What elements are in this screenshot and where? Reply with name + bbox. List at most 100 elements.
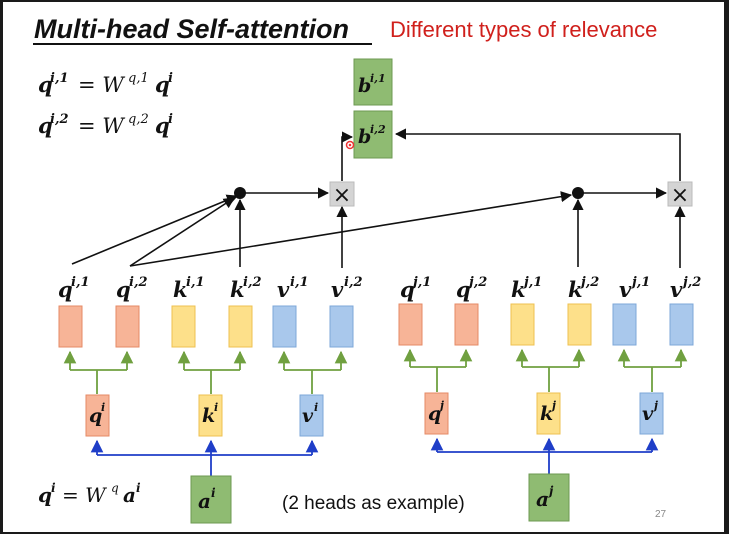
- output-label-b-i-1: b: [358, 75, 371, 97]
- vector-v-i-2: [329, 305, 354, 348]
- split-connectors-j: [403, 348, 688, 392]
- svg-text:j: j: [550, 399, 556, 412]
- svg-text:v: v: [277, 277, 290, 302]
- svg-text:q: q: [456, 277, 471, 302]
- svg-text:i,1: i,1: [370, 72, 386, 85]
- svg-text:v: v: [331, 277, 344, 302]
- vector-v-j-2: [669, 303, 694, 346]
- projection-connectors-i: [90, 439, 319, 476]
- dot-product-node-1: [234, 187, 246, 199]
- svg-text:k: k: [540, 403, 553, 425]
- svg-text:i,2: i,2: [370, 123, 386, 136]
- svg-text:q: q: [400, 277, 415, 302]
- svg-text:a: a: [123, 483, 136, 507]
- page-subtitle: Different types of relevance: [390, 17, 657, 42]
- svg-text:i,1: i,1: [290, 275, 309, 290]
- svg-text:v: v: [642, 403, 654, 425]
- vector-q-j-1: [398, 303, 423, 346]
- svg-text:j: j: [652, 399, 658, 412]
- svg-text:= W: = W: [78, 73, 126, 97]
- svg-text:j,2: j,2: [466, 275, 487, 290]
- svg-text:i,2: i,2: [50, 112, 69, 127]
- page-number: 27: [655, 509, 667, 520]
- svg-text:j,2: j,2: [578, 275, 599, 290]
- attention-connections: [71, 128, 686, 268]
- svg-text:k: k: [568, 277, 583, 302]
- svg-text:i: i: [51, 481, 56, 495]
- vector-q-i: [85, 394, 110, 437]
- head-vectors-j: [398, 303, 694, 346]
- svg-text:i,1: i,1: [50, 71, 69, 86]
- input-box-a-i: [190, 475, 232, 524]
- equation-q-i-1: q i,1 = W q,1 q i: [38, 71, 173, 97]
- svg-text:q: q: [116, 277, 131, 302]
- svg-text:= W: = W: [78, 114, 126, 138]
- page-title: Multi-head Self-attention: [34, 14, 349, 44]
- vector-k-j-2: [567, 303, 592, 346]
- output-box-b-i-1: [353, 58, 393, 106]
- svg-text:q: q: [428, 403, 441, 425]
- equation-q-i-2: q i,2 = W q,2 q i: [38, 112, 173, 138]
- svg-text:q: q: [89, 405, 102, 427]
- svg-text:i,2: i,2: [344, 275, 363, 290]
- dot-product-node-2: [572, 187, 584, 199]
- svg-text:q: q: [38, 72, 53, 97]
- svg-text:i: i: [168, 71, 173, 86]
- head-labels-i: q i,1 q i,2 k i,1 k i,2 v i,1 v i,2: [58, 275, 363, 302]
- example-note: (2 heads as example): [282, 493, 465, 514]
- svg-text:j: j: [438, 399, 444, 412]
- multiply-node-1: [329, 181, 355, 207]
- svg-text:j,1: j,1: [629, 275, 650, 290]
- mid-vectors-i: q i k i v i: [85, 394, 324, 437]
- svg-text:q,2: q,2: [128, 112, 149, 127]
- svg-text:j,2: j,2: [680, 275, 701, 290]
- svg-text:i,1: i,1: [186, 275, 205, 290]
- input-box-a-j: [528, 473, 570, 522]
- svg-text:j: j: [547, 484, 554, 498]
- svg-text:q,1: q,1: [128, 71, 149, 86]
- output-label-b-i-2: b: [358, 126, 371, 148]
- multiply-icon: ×: [671, 183, 689, 208]
- svg-text:q: q: [111, 481, 119, 495]
- vector-k-i: [198, 394, 223, 437]
- input-label-a-i: a: [198, 489, 211, 513]
- vector-k-i-2: [228, 305, 253, 348]
- svg-text:i: i: [211, 486, 216, 500]
- vector-q-i-2: [115, 305, 140, 348]
- svg-text:q: q: [38, 113, 53, 138]
- vector-v-j: [639, 392, 664, 435]
- vector-q-i-1: [58, 305, 83, 348]
- multiply-node-2: [667, 181, 693, 207]
- multiply-icon: ×: [333, 183, 351, 208]
- svg-text:i: i: [214, 401, 218, 414]
- svg-text:i: i: [136, 481, 141, 495]
- vector-v-i: [299, 394, 324, 437]
- svg-text:v: v: [670, 277, 683, 302]
- svg-text:= W: = W: [62, 483, 107, 507]
- svg-text:q: q: [155, 72, 170, 97]
- svg-text:j,1: j,1: [410, 275, 431, 290]
- vector-k-i-1: [171, 305, 196, 348]
- svg-text:v: v: [619, 277, 632, 302]
- vector-v-i-1: [272, 305, 297, 348]
- svg-text:q: q: [38, 483, 52, 507]
- svg-text:i: i: [101, 401, 105, 414]
- svg-text:k: k: [511, 277, 526, 302]
- svg-text:v: v: [302, 405, 314, 427]
- svg-text:q: q: [58, 277, 73, 302]
- head-labels-j: q j,1 q j,2 k j,1 k j,2 v j,1 v j,2: [400, 275, 701, 302]
- mid-vectors-j: q j k j v j: [424, 392, 664, 435]
- vector-k-j-1: [510, 303, 535, 346]
- vector-v-j-1: [612, 303, 637, 346]
- head-vectors-i: [58, 305, 354, 348]
- svg-text:i,2: i,2: [129, 275, 148, 290]
- equation-q-i: q i = W q a i: [38, 481, 141, 507]
- input-label-a-j: a: [536, 487, 549, 511]
- output-box-b-i-2: [353, 110, 393, 159]
- svg-text:j,1: j,1: [521, 275, 542, 290]
- split-connectors-i: [63, 350, 348, 394]
- svg-text:i: i: [314, 401, 318, 414]
- svg-text:i,2: i,2: [243, 275, 262, 290]
